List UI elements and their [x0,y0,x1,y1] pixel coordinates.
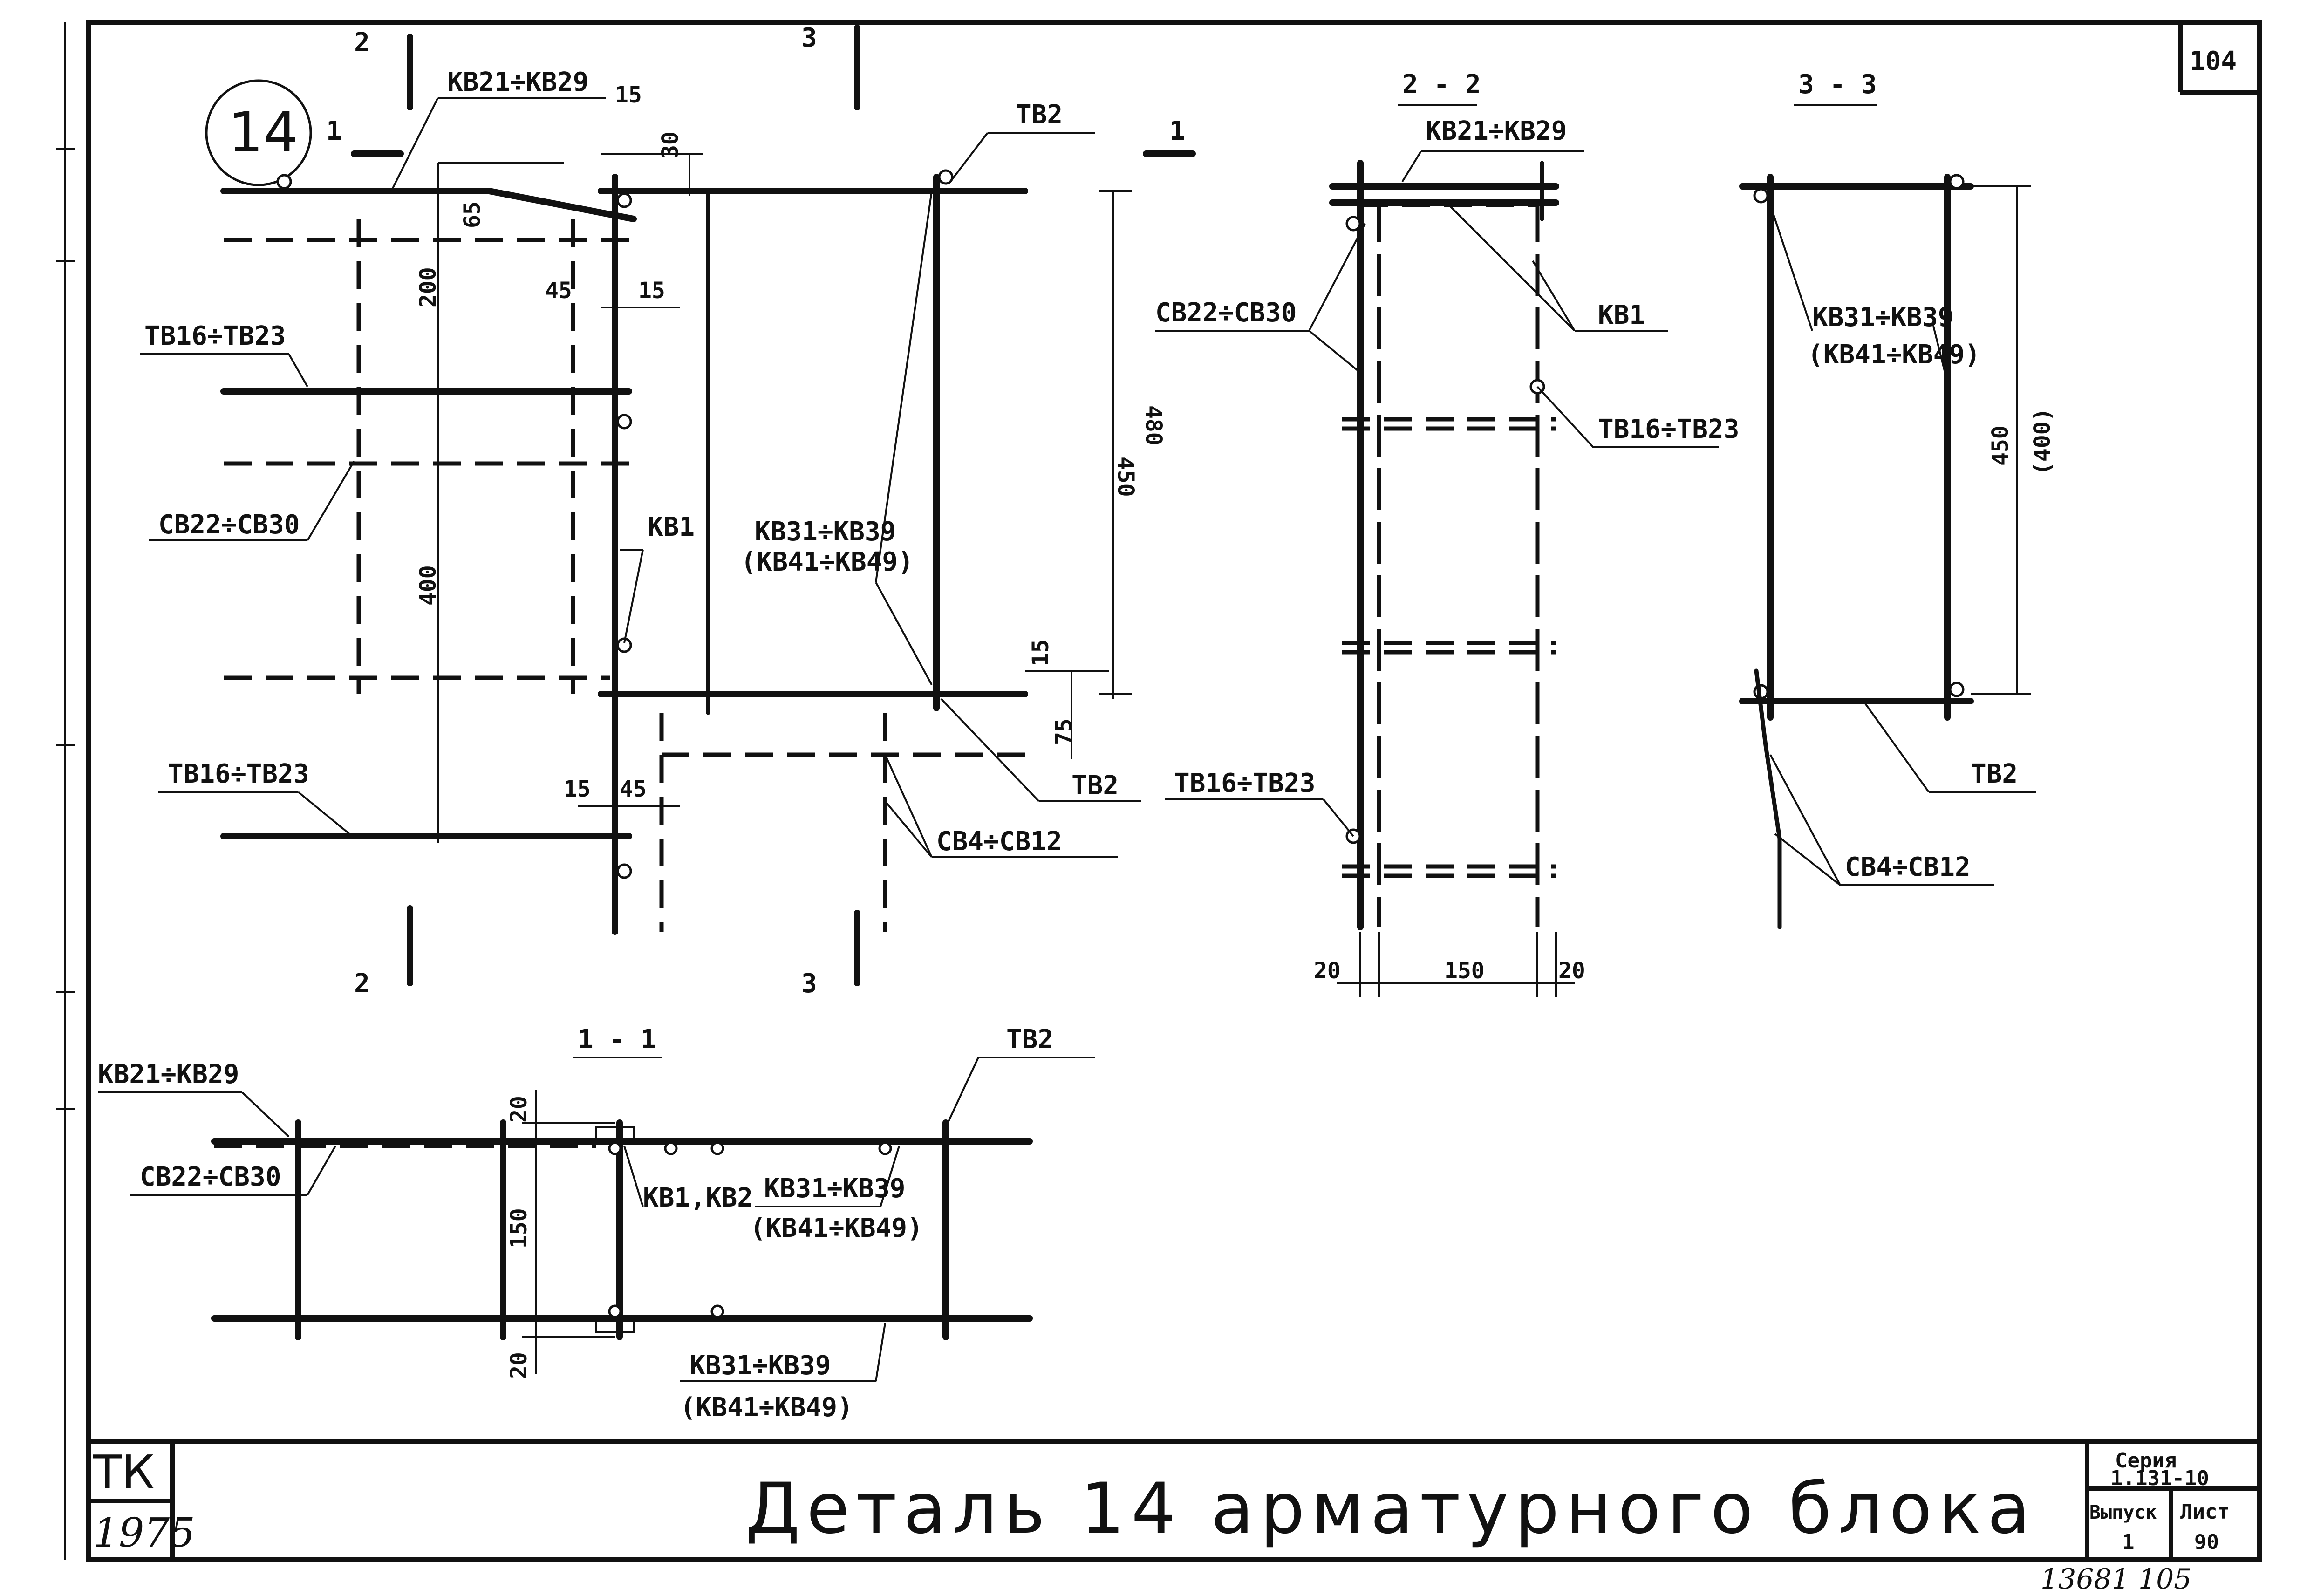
label-kb41-kb49-s33: (КВ41÷КВ49) [1808,340,1980,370]
label-tb2-top: ТВ2 [1016,100,1063,130]
label-kb1-kb2-s11: КВ1,КВ2 [643,1183,753,1213]
detail-marker [205,79,312,186]
label-cb4-cb12: СВ4÷СВ12 [936,826,1062,857]
label-cb4-cb12-s33: СВ4÷СВ12 [1845,852,1971,882]
dim-75: 75 [1051,718,1077,745]
dim-20-s11-bottom: 20 [506,1352,532,1379]
dim-45-bottom: 45 [620,776,647,802]
sheet-label: Лист [2180,1500,2230,1524]
section-mark-1-right: 1 [1169,116,1185,146]
label-kb1: КВ1 [648,512,695,542]
section-mark-1-left: 1 [326,116,342,146]
label-tb2-s11: ТВ2 [1006,1024,1053,1055]
dim-15-top: 15 [615,82,642,108]
issue-value: 1 [2122,1530,2135,1554]
issue-label: Выпуск [2089,1502,2157,1523]
label-kb41-kb49-s11-lower: (КВ41÷КВ49) [680,1392,853,1423]
label-kb21-kb29-s11: КВ21÷КВ29 [98,1059,239,1090]
label-tb16-tb23-upper: ТВ16÷ТВ23 [144,321,286,351]
dim-450-s33: 450 [1987,425,2013,466]
label-tb16-tb23-s22-left: ТВ16÷ТВ23 [1174,768,1315,798]
dim-480-main: 480 [1140,405,1167,446]
dim-400-s33: (400) [2029,408,2055,476]
main-elevation: 14 2 3 2 3 [140,23,1196,999]
dim-450-main: 450 [1112,457,1139,497]
label-kb41-kb49-s11-upper: (КВ41÷КВ49) [750,1213,923,1243]
dim-45-top: 45 [545,278,572,304]
dim-20-s11-top: 20 [506,1096,532,1123]
label-kb31-kb39-s11-lower: КВ31÷КВ39 [689,1350,831,1381]
dim-30: 30 [657,131,683,158]
stamp-org: ТК [93,1445,155,1500]
label-tb2-s33: ТВ2 [1971,759,2018,789]
label-kb1-s22: КВ1 [1598,300,1645,330]
section-mark-3-top: 3 [801,23,817,53]
dim-15-right: 15 [1028,639,1054,666]
label-tb2-bottom: ТВ2 [1072,771,1119,801]
label-cb22-cb30-s22: СВ22÷СВ30 [1155,298,1297,328]
section-2-2: 2 - 2 КВ21÷КВ29 КВ1 СВ22÷СВ30 ТВ16÷ТВ23 [1155,69,1739,997]
dim-20-s22-right: 20 [1558,958,1585,984]
series-label: Серия [2115,1449,2177,1473]
sheet-number: 104 [2190,46,2237,76]
section-1-1: 1 - 1 20 150 20 КВ21÷КВ29 СВ22÷СВ30 ТВ2 [98,1024,1095,1423]
label-kb31-kb39: КВ31÷КВ39 [755,517,896,547]
detail-number: 14 [228,100,298,164]
label-tb16-tb23-lower: ТВ16÷ТВ23 [168,759,309,789]
dim-150-s22: 150 [1444,958,1485,984]
sheet-value: 90 [2194,1530,2219,1554]
label-cb22-cb30-s11: СВ22÷СВ30 [140,1162,281,1192]
series-value: 1.131-10 [2110,1466,2209,1490]
label-kb31-kb39-s11-upper: КВ31÷КВ39 [764,1173,905,1204]
section-1-1-title: 1 - 1 [578,1024,656,1055]
dim-20-s22-left: 20 [1314,958,1341,984]
label-kb21-kb29-s22: КВ21÷КВ29 [1426,116,1567,146]
stamp-year: 1975 [93,1510,195,1556]
section-2-2-title: 2 - 2 [1402,69,1481,100]
section-mark-2-top: 2 [354,27,370,58]
dim-400-main: 400 [415,565,441,606]
label-cb22-cb30: СВ22÷СВ30 [158,510,300,540]
title-block: ТК 1975 Деталь 14 арматурного блока Сери… [93,1445,2230,1556]
dim-200: 200 [415,267,441,307]
section-3-3: 3 - 3 КВ31÷КВ39 (КВ41÷КВ49) 450 (400) ТВ… [1739,69,2055,929]
section-mark-3-bottom: 3 [801,969,817,999]
label-kb21-kb29: КВ21÷КВ29 [447,67,588,97]
label-kb31-kb39-s33: КВ31÷КВ39 [1812,302,1953,333]
section-mark-2-bottom: 2 [354,969,370,999]
footer-handwritten-number: 13681 105 [2041,1563,2191,1596]
dim-15-mid: 15 [638,278,665,304]
section-3-3-title: 3 - 3 [1798,69,1877,100]
dim-15-bottom: 15 [564,776,591,802]
sheet-frame [56,20,2262,1562]
label-kb41-kb49: (КВ41÷КВ49) [741,547,914,577]
label-tb16-tb23-s22-right: ТВ16÷ТВ23 [1598,414,1739,444]
dim-150-s11: 150 [506,1208,532,1248]
dim-65: 65 [459,201,485,228]
drawing-title: Деталь 14 арматурного блока [745,1468,2037,1549]
